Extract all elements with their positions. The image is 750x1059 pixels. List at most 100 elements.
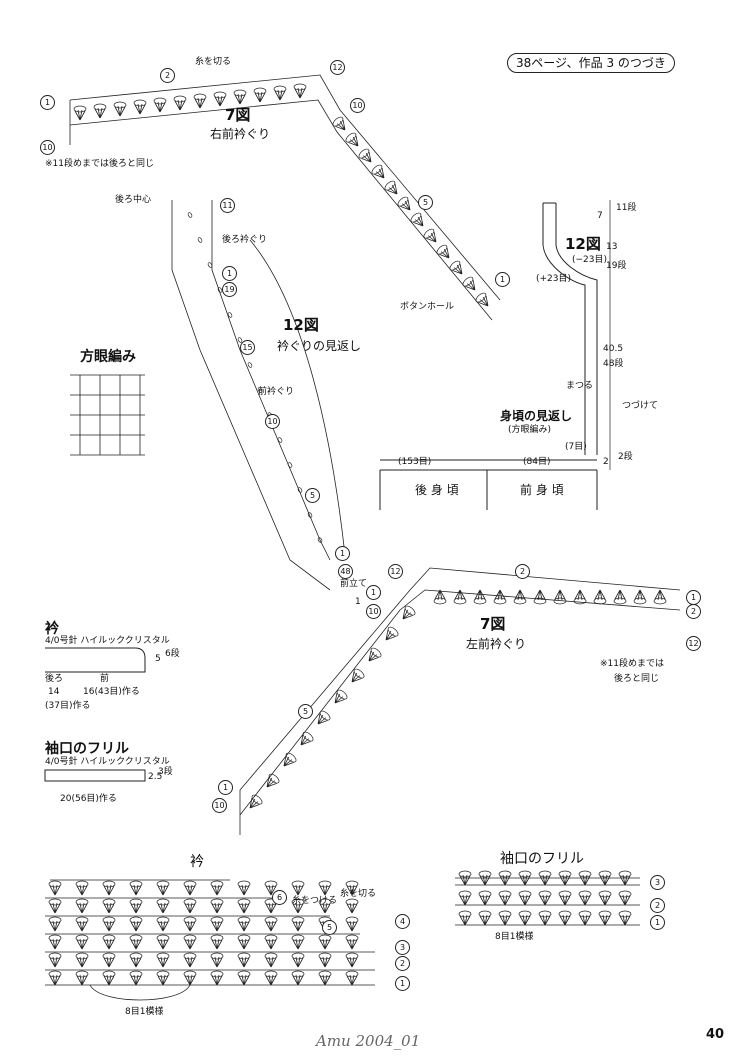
- row-marker: 5: [305, 488, 320, 503]
- stitch-symbol: [73, 105, 87, 121]
- row-marker: 1: [686, 590, 701, 605]
- row-marker: 1: [395, 976, 410, 991]
- row-marker: 6: [272, 890, 287, 905]
- stitch-symbol: [553, 589, 567, 605]
- stitch-symbol: [183, 898, 197, 914]
- fig7-right-note: ※11段めまでは後ろと同じ: [45, 159, 154, 169]
- back-center-label: 後ろ中心: [115, 195, 152, 205]
- row-marker: 2: [160, 68, 175, 83]
- collar-rows: 6段: [165, 649, 180, 659]
- stitch-symbol: [210, 952, 224, 968]
- continuation-note: 38ページ、作品 3 のつづき: [507, 53, 675, 73]
- stitch-symbol: [237, 970, 251, 986]
- stitch-symbol: [518, 890, 532, 906]
- collar-needle: 4/0号針 ハイルッククリスタル: [45, 636, 170, 646]
- row-marker: 48: [338, 564, 353, 579]
- stitch-symbol: [538, 910, 552, 926]
- fig7-left-note2: 後ろと同じ: [614, 674, 660, 684]
- stitch-symbol: [276, 436, 284, 444]
- stitch-symbol: [478, 890, 492, 906]
- collar-chart-title: 衿: [190, 854, 204, 870]
- stitch-symbol: [474, 291, 493, 311]
- stitch-symbol: [291, 880, 305, 896]
- front-body-label: 前 身 頃: [520, 483, 564, 497]
- dim-19dan: 19段: [606, 261, 627, 271]
- stitch-symbol: [598, 910, 612, 926]
- stitch-symbol: [237, 898, 251, 914]
- dim-2: 2: [603, 457, 609, 467]
- stitch-symbol: [156, 934, 170, 950]
- stitch-symbol: [458, 890, 472, 906]
- row-marker: 3: [650, 875, 665, 890]
- stitch-symbol: [156, 916, 170, 932]
- stitch-symbol: [48, 934, 62, 950]
- row-marker: 1: [366, 585, 381, 600]
- stitch-symbol: [264, 934, 278, 950]
- collar-w14: 14: [48, 687, 60, 697]
- stitch-symbol: [237, 880, 251, 896]
- continuous-label: つづけて: [622, 401, 659, 411]
- left-front-neckline-chart: [239, 567, 681, 835]
- stitch-symbol: [129, 898, 143, 914]
- stitch-symbol: [518, 910, 532, 926]
- stitch-symbol: [448, 259, 467, 279]
- stitch-symbol: [306, 511, 314, 519]
- stitch-symbol: [613, 589, 627, 605]
- stitch-symbol: [461, 275, 480, 295]
- stitch-symbol: [183, 952, 197, 968]
- collar-front: 前: [100, 674, 110, 684]
- wrap-label: まつる: [566, 381, 594, 391]
- stitch-symbol: [153, 97, 167, 113]
- stitch-symbol: [558, 890, 572, 906]
- fig7-left-note1: ※11段めまでは: [600, 659, 664, 669]
- stitch-symbol: [291, 970, 305, 986]
- row-marker: 1: [650, 915, 665, 930]
- stitch-symbol: [345, 898, 359, 914]
- stitch-symbol: [75, 934, 89, 950]
- stitch-symbol: [183, 880, 197, 896]
- cuff-rows: 3段: [158, 767, 173, 777]
- fig12-front-title: 12図: [565, 235, 601, 253]
- stitch-symbol: [75, 880, 89, 896]
- decrease-label: (−23目): [572, 255, 608, 265]
- stitch-symbol: [193, 93, 207, 109]
- stitch-symbol: [398, 604, 417, 624]
- row-marker: 1: [218, 780, 233, 795]
- stitch-symbol: [345, 952, 359, 968]
- stitch-symbol: [129, 880, 143, 896]
- watermark: Amu 2004_01: [316, 1032, 421, 1050]
- back-body-label: 後 身 頃: [415, 483, 459, 497]
- stitch-symbol: [48, 898, 62, 914]
- cuff-needle: 4/0号針 ハイルッククリスタル: [45, 757, 170, 767]
- row-marker: 15: [240, 340, 255, 355]
- stitch-symbol: [291, 934, 305, 950]
- fig7-left-subtitle: 左前衿ぐり: [466, 637, 527, 651]
- row-marker: 5: [322, 920, 337, 935]
- stitch-symbol: [409, 211, 428, 231]
- stitch-symbol: [129, 952, 143, 968]
- row-marker: 12: [330, 60, 345, 75]
- front-neckline-label: 前衿ぐり: [258, 387, 295, 397]
- fig7-right-title: 7図: [225, 106, 251, 124]
- row-marker: 1: [495, 272, 510, 287]
- stitch-symbol: [433, 589, 447, 605]
- stitch-symbol: [598, 890, 612, 906]
- mesh-stitch-sample: [70, 374, 145, 456]
- stitch-symbol: [129, 934, 143, 950]
- row-marker: 12: [388, 564, 403, 579]
- stitch-symbol: [264, 952, 278, 968]
- dim-405: 40.5: [603, 344, 624, 354]
- fig12-collar-title: 12図: [283, 316, 319, 334]
- body-facing-label: 身頃の見返し: [500, 409, 573, 423]
- stitch-symbol: [102, 880, 116, 896]
- stitch-symbol: [493, 589, 507, 605]
- stitch-symbol: [129, 916, 143, 932]
- stitch-symbol: [75, 952, 89, 968]
- buttonhole-label: ボタンホール: [400, 302, 455, 312]
- stitch-symbol: [93, 103, 107, 119]
- back-neckline-label: 後ろ衿ぐり: [222, 235, 268, 245]
- stitch-symbol: [48, 880, 62, 896]
- stitch-symbol: [313, 709, 332, 729]
- row-marker: 5: [418, 195, 433, 210]
